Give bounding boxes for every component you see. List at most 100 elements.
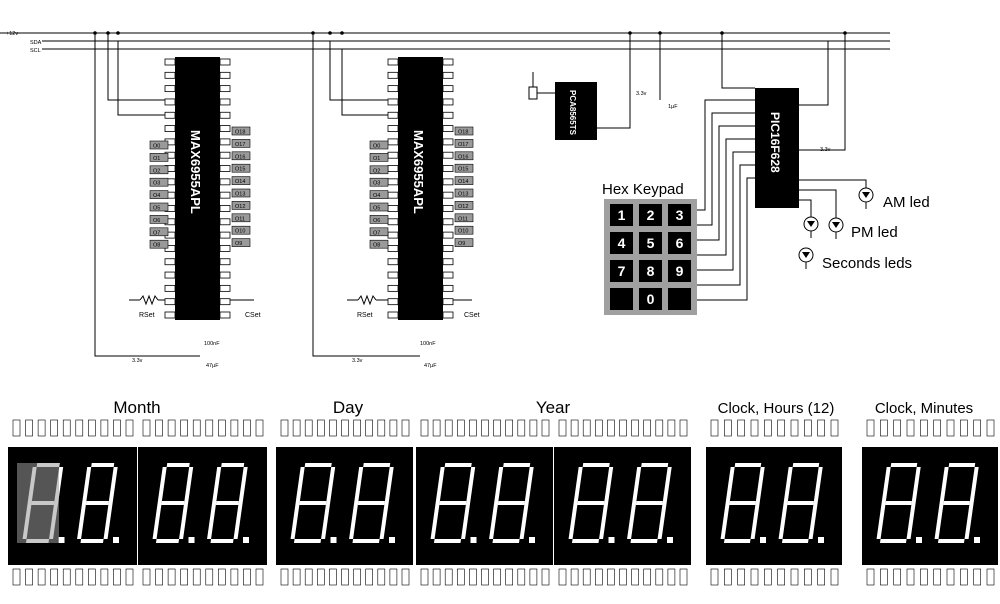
segment [207,503,217,539]
segment [80,539,104,543]
display-pin [594,568,603,586]
segment [321,503,331,539]
display-pin [444,419,453,437]
display-pin [75,419,84,437]
pic16f628-label: PIC16F628 [768,112,782,173]
chip-pin [387,125,399,132]
o-left-tag-text: O9 [235,241,242,247]
segment [792,463,820,467]
segment [497,501,525,505]
segment [439,501,467,505]
decimal-point [188,537,195,543]
segment [880,539,907,543]
chip-pin [387,284,399,292]
scl-right [341,49,398,116]
display-pin [906,568,915,586]
segment [492,539,520,543]
led-symbol [832,222,840,228]
chip-pin [219,85,231,93]
segment [890,463,918,467]
pm-led [828,217,844,239]
keypad-key-label: 8 [647,263,655,279]
display-pin [570,568,579,586]
d-right-tag-text: O8 [373,243,380,249]
segment [750,503,760,539]
segment [295,467,305,503]
o-left-tag-text: O12 [235,204,245,210]
display-pin [113,568,121,586]
d-right-tag-text: O0 [373,144,380,150]
o-right-tag [454,225,474,235]
chip-pin [219,231,231,239]
scl-left [117,41,175,116]
display-pin [737,419,745,437]
o-right-tag-text: O17 [458,142,468,148]
o-left-tag-text: O13 [235,192,245,198]
display-pin [292,419,301,437]
o-left-tag-text: O16 [235,154,245,160]
segment [568,503,578,539]
display-pin [643,419,652,437]
chip-pin [442,165,454,172]
display-pin [155,419,163,437]
chip-pin [387,205,399,212]
chip-pin [164,271,176,279]
decimal-point [818,537,824,543]
d-left-tag [149,165,169,175]
chip-pin [387,178,399,186]
wiring [0,32,890,357]
rail-label-sda: SDA [30,40,42,46]
display-pin [817,419,825,437]
display-pin [243,568,251,586]
display-pin [329,419,337,437]
display-pin [973,419,981,437]
display-pin [655,568,664,586]
display-pin [594,419,603,437]
v33-label-right: 3.3v [352,358,363,364]
d-right-tag [369,190,389,199]
display-pin [804,568,812,586]
segment [77,503,87,539]
chip-pin [219,284,231,292]
hours-module [706,447,842,565]
display-pin [505,568,514,586]
chip-pin [164,71,176,79]
max-right-pins [387,58,454,319]
display-pin [710,568,719,586]
segment [599,503,609,539]
minutes-module [862,447,998,565]
display-pin [750,568,759,586]
segment [720,503,730,539]
month-module-b [138,447,267,565]
chip-pin [219,258,231,266]
chip-pin [219,111,231,119]
segment [729,501,756,505]
display-pin [100,568,109,586]
display-pin [192,568,201,586]
chip-pin [442,98,454,106]
keypad-key-label: 9 [676,263,684,279]
segment [662,467,672,503]
segment [755,467,765,503]
display-pin [679,568,688,586]
display-pin [230,419,239,437]
o-left-tag-text: O10 [235,229,245,235]
display-pin [25,419,33,437]
cset-right-label: CSet [464,312,480,319]
chip-pin [387,151,399,159]
display-pin [62,419,71,437]
am-led-label: AM led [883,194,930,211]
decimal-point [667,537,673,543]
o-right-tag [454,201,474,210]
keypad-key [668,288,691,310]
junction-dot [93,31,97,35]
d-left-tag-text: O3 [153,181,160,187]
segment [813,467,823,503]
segment [938,539,965,543]
display-pin [280,568,289,586]
display-pin [469,419,477,437]
decimal-point [330,537,337,543]
display-pin [986,419,995,437]
chip-pin [442,284,454,292]
chip-pin [387,231,399,239]
